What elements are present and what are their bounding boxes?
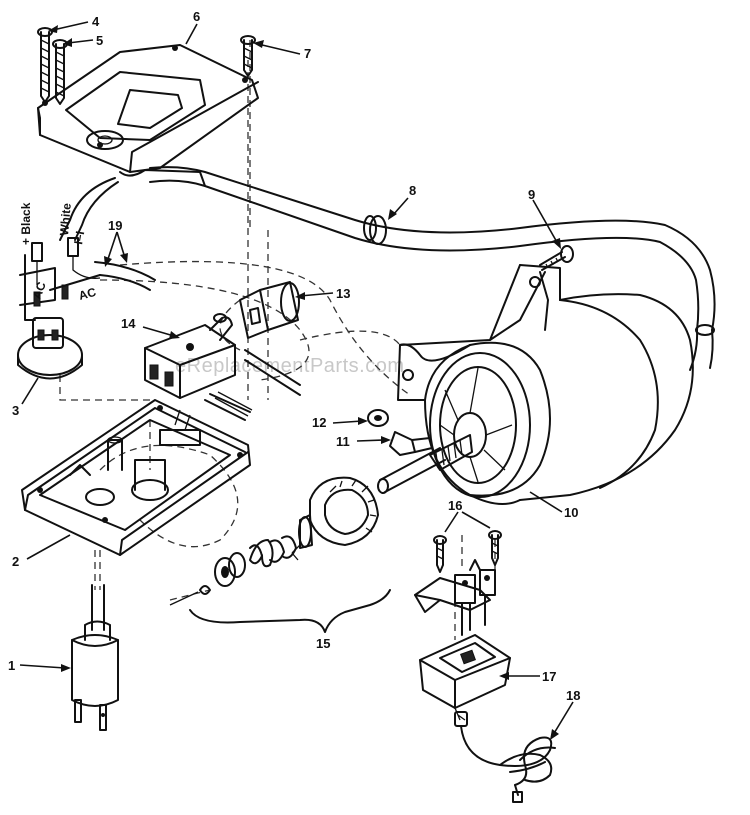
- wire-label-minus: I–I: [71, 230, 87, 246]
- part-switch-box: [21, 399, 251, 556]
- callout-12: 12: [312, 415, 326, 430]
- callout-19: 19: [108, 218, 122, 233]
- callout-leaders: [19, 21, 574, 740]
- part-wire-leads: [19, 177, 156, 321]
- callout-15: 15: [316, 636, 330, 651]
- callout-3: 3: [12, 403, 19, 418]
- wire-label-ac-left: AC: [30, 280, 49, 301]
- part-screw-5: [52, 39, 68, 105]
- part-terminal-bracket: [414, 559, 496, 636]
- callout-10: 10: [564, 505, 578, 520]
- part-motor-shaft: [377, 434, 473, 494]
- part-top-cover: [37, 44, 259, 177]
- callout-2: 2: [12, 554, 19, 569]
- callout-13: 13: [336, 286, 350, 301]
- part-15-bracket: [189, 589, 391, 633]
- assembly-guide-lines: [59, 40, 496, 640]
- callout-9: 9: [528, 187, 535, 202]
- part-screw-7: [240, 35, 256, 77]
- part-power-plug: [71, 584, 119, 731]
- callout-8: 8: [409, 183, 416, 198]
- part-drive-gear-assembly: [169, 476, 379, 606]
- part-motor: [397, 264, 694, 505]
- callout-18: 18: [566, 688, 580, 703]
- callout-16: 16: [448, 498, 462, 513]
- callout-1: 1: [8, 658, 15, 673]
- wire-label-black: + Black: [19, 202, 33, 245]
- wire-terminal-black: [31, 242, 43, 262]
- part-switch: [144, 313, 301, 421]
- part-screws-16: [433, 530, 502, 573]
- part-washer-12: [367, 409, 389, 427]
- callout-4: 4: [92, 14, 100, 29]
- part-power-cord: [454, 711, 556, 803]
- watermark-text: eReplacementParts.com: [175, 355, 404, 377]
- part-screw-9: [539, 245, 574, 271]
- callout-7: 7: [304, 46, 311, 61]
- part-bolt-11: [389, 431, 433, 456]
- callout-6: 6: [193, 9, 200, 24]
- callout-17: 17: [542, 669, 556, 684]
- callout-14: 14: [121, 316, 136, 331]
- wire-label-ac-right: AC: [77, 285, 98, 303]
- callout-11: 11: [336, 434, 350, 449]
- callout-5: 5: [96, 33, 103, 48]
- part-receptacle-box: [419, 634, 511, 721]
- part-cable-hose: [149, 166, 716, 371]
- part-strain-relief: [239, 281, 300, 339]
- callout-labels: 1 2 3 4 5 6 7 8 9 10 11 12 13 14 15 16 1…: [8, 9, 580, 703]
- part-screw-4: [37, 27, 53, 103]
- wire-label-white: White: [57, 202, 74, 236]
- part-connector-base: [17, 317, 83, 380]
